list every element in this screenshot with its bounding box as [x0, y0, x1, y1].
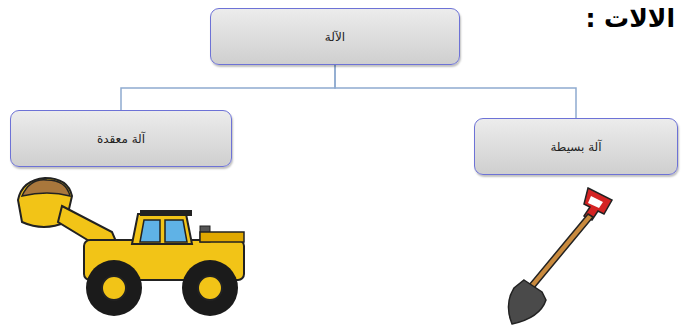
- machine-box: آلة معقدة: [10, 110, 232, 167]
- machine-box: آلة بسيطة: [474, 118, 678, 175]
- machine-box: الآلة: [210, 8, 460, 65]
- box-label: الآلة: [325, 30, 345, 44]
- loader-illustration: [18, 178, 244, 316]
- box-label: آلة بسيطة: [550, 140, 601, 154]
- tree-connector: [335, 65, 576, 118]
- page-title: الالات :: [585, 4, 675, 33]
- box-label: آلة معقدة: [97, 132, 145, 146]
- tree-connector: [121, 65, 335, 110]
- shovel-illustration: [508, 188, 612, 324]
